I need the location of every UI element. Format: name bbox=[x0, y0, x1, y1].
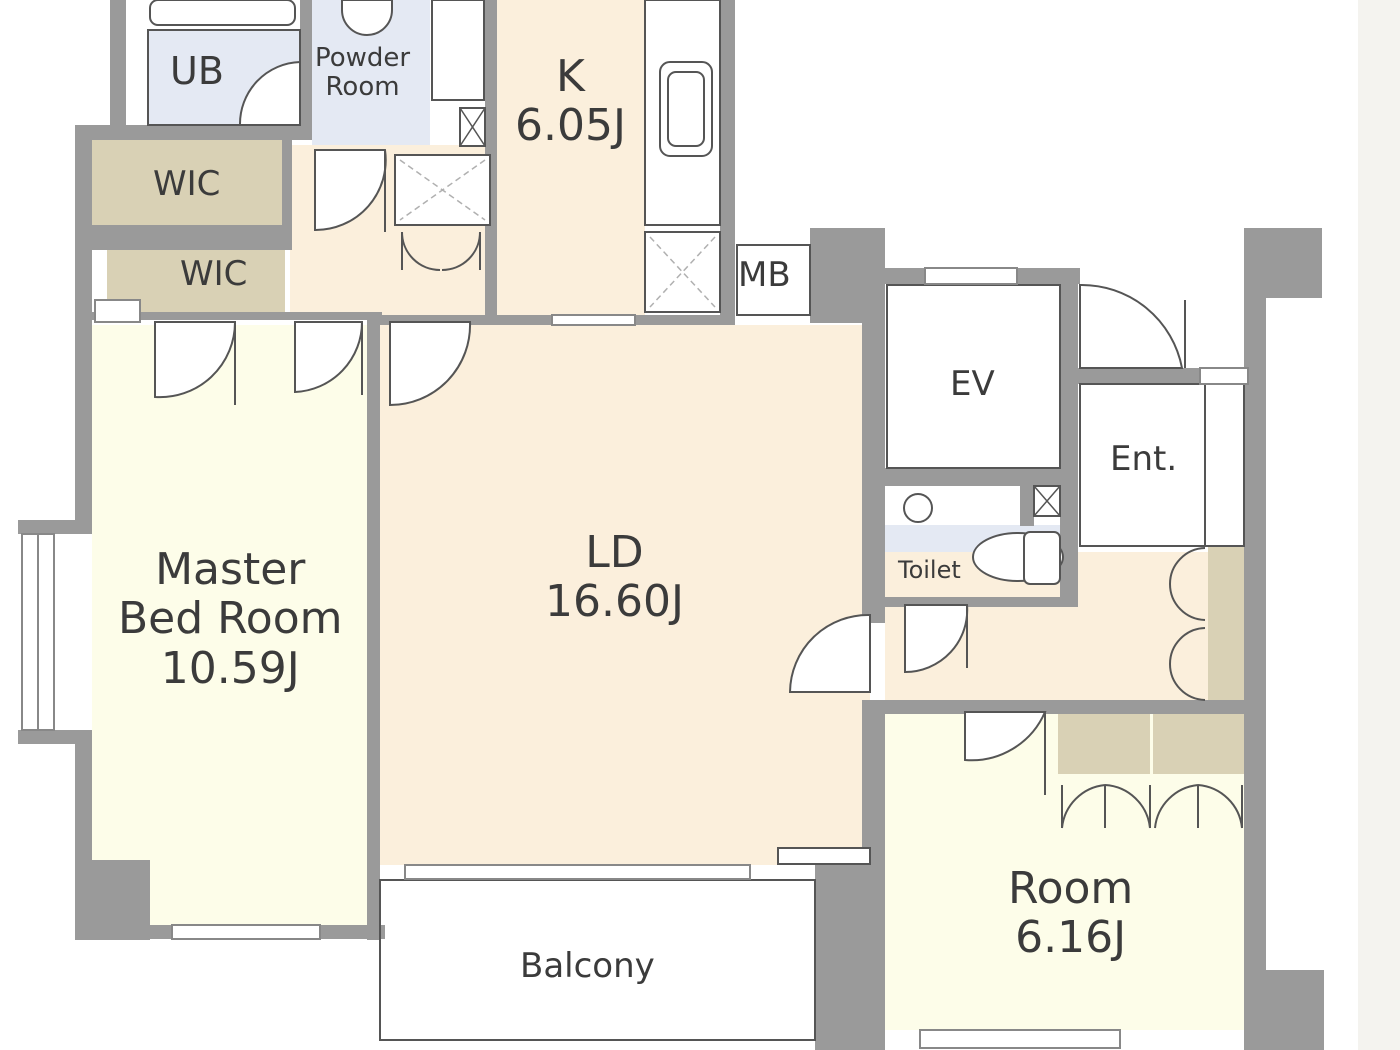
floor-kitchen bbox=[497, 0, 645, 315]
label-master-line2: Bed Room bbox=[118, 593, 343, 645]
label-room: Room 6.16J bbox=[1008, 864, 1133, 963]
label-master-size: 10.59J bbox=[160, 642, 300, 694]
floor-closet-room-b bbox=[1153, 712, 1245, 774]
room-outlines bbox=[147, 0, 1245, 1041]
label-ld-name: LD bbox=[585, 527, 644, 578]
label-ld: LD 16.60J bbox=[545, 528, 684, 627]
floor-ld bbox=[380, 325, 870, 865]
door-swings bbox=[154, 60, 1186, 795]
powder-sink bbox=[341, 0, 393, 36]
kitchen-storage bbox=[644, 231, 721, 313]
bathtub bbox=[149, 0, 296, 26]
label-room-name: Room bbox=[1008, 863, 1134, 914]
toilet-sink bbox=[903, 493, 933, 523]
label-kitchen: K 6.05J bbox=[515, 52, 626, 151]
floor-closet-room-a bbox=[1058, 712, 1150, 774]
label-powder-room: Powder Room bbox=[315, 43, 411, 103]
label-powder-line1: Powder bbox=[315, 43, 411, 73]
page-edge-strip bbox=[1358, 0, 1400, 1050]
label-master-bed-room: Master Bed Room 10.59J bbox=[118, 545, 342, 693]
label-powder-line2: Room bbox=[325, 72, 400, 103]
label-balcony: Balcony bbox=[520, 946, 655, 986]
floor-closet-east bbox=[1208, 545, 1246, 700]
floor-wic-1 bbox=[92, 140, 282, 225]
fixtures bbox=[149, 0, 1064, 865]
label-master-line1: Master bbox=[155, 544, 306, 595]
storage-crosses bbox=[399, 107, 1061, 517]
label-kitchen-name: K bbox=[556, 51, 585, 102]
label-ent: Ent. bbox=[1110, 439, 1178, 479]
label-wic-1: WIC bbox=[153, 164, 221, 204]
closet-doors bbox=[401, 231, 1243, 829]
label-wic-2: WIC bbox=[180, 254, 248, 294]
label-ld-size: 16.60J bbox=[545, 576, 684, 628]
label-ev: EV bbox=[950, 364, 995, 404]
label-kitchen-size: 6.05J bbox=[515, 100, 626, 152]
label-toilet: Toilet bbox=[898, 556, 961, 584]
windows bbox=[21, 267, 1249, 1049]
label-mb: MB bbox=[738, 255, 791, 295]
label-room-size: 6.16J bbox=[1015, 912, 1127, 964]
floor-master bbox=[92, 325, 367, 925]
label-ub: UB bbox=[170, 49, 224, 93]
